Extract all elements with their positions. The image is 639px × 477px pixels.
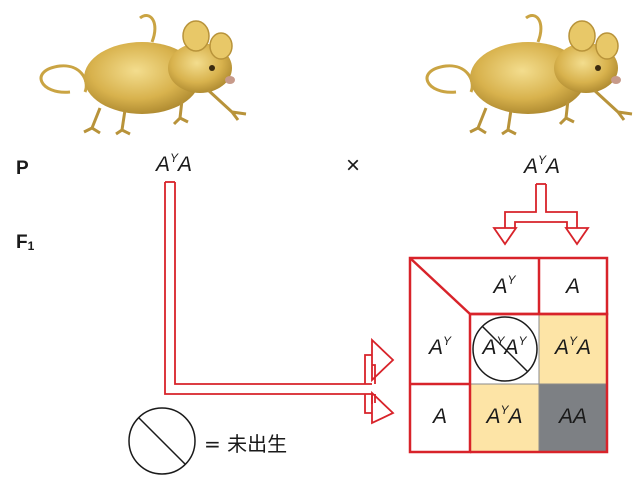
- top-header-2: A: [565, 275, 580, 298]
- legend-unborn-symbol: [128, 407, 196, 475]
- parent-left-genotype: AYA: [155, 151, 193, 176]
- top-header-1: AY: [493, 273, 516, 298]
- cell-r1c1-genotype: AYAY: [482, 334, 527, 359]
- arrow-left-parent: [164, 181, 395, 425]
- cell-r2c1: [470, 384, 539, 452]
- cell-r2c2: [539, 384, 607, 452]
- generation-p-label: P: [16, 158, 29, 179]
- punnett-grid: [408, 256, 609, 454]
- arrow-right-parent: [492, 183, 590, 246]
- unborn-marker: [472, 316, 538, 382]
- generation-f1-label: F1: [16, 232, 35, 253]
- cell-r2c1-genotype: AYA: [486, 403, 523, 428]
- left-header-1: AY: [428, 334, 452, 359]
- cross-symbol: ×: [346, 152, 361, 179]
- cell-r2c2-genotype: AA: [558, 405, 587, 428]
- left-header-2: A: [432, 405, 447, 428]
- cell-r1c2-genotype: AYA: [554, 334, 592, 359]
- mouse-right-illustration: [425, 14, 633, 136]
- mouse-left-illustration: [39, 14, 247, 136]
- legend-text: = 未出生: [204, 432, 288, 456]
- cell-r1c2: [539, 314, 607, 384]
- parent-right-genotype: AYA: [523, 153, 561, 178]
